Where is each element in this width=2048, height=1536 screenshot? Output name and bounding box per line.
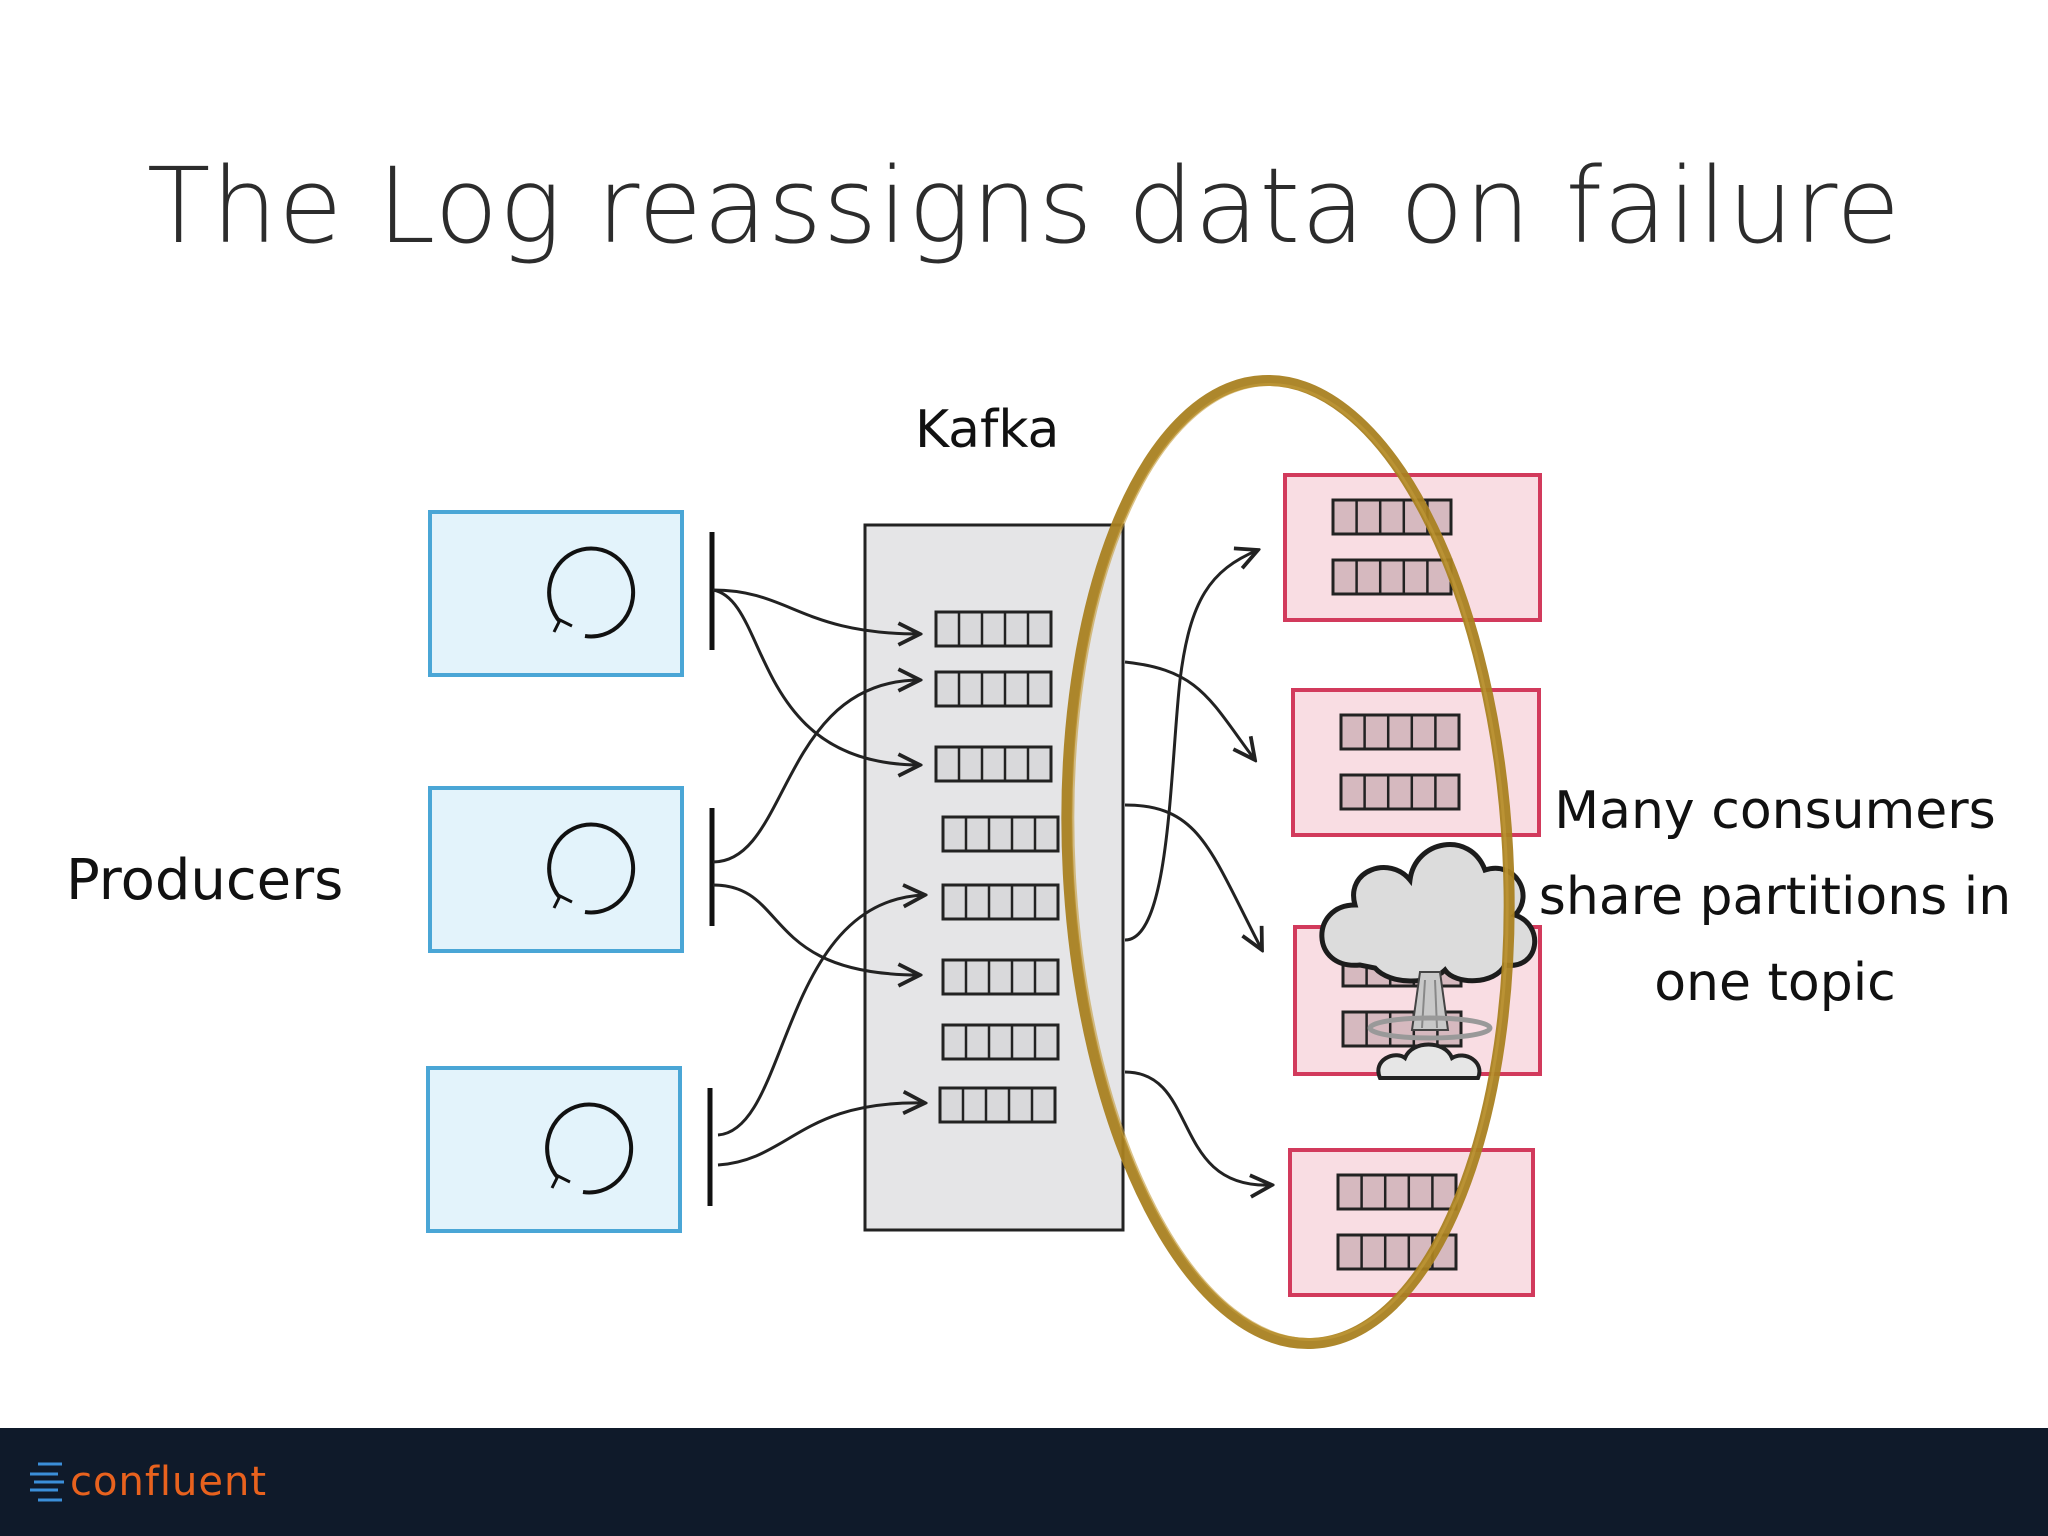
partition-7 — [941, 1023, 1060, 1061]
kafka-diagram — [426, 375, 1542, 1349]
producers-label: Producers — [66, 848, 344, 913]
partition-3 — [934, 745, 1053, 783]
producers-group — [426, 510, 715, 1233]
arrow-3 — [712, 680, 920, 864]
arrow-7 — [1124, 660, 1255, 760]
highlight-ellipse — [1061, 375, 1515, 1349]
arrow-4 — [712, 883, 920, 975]
arrow-8 — [1124, 803, 1262, 950]
partition-8 — [938, 1086, 1057, 1124]
arrow-6 — [717, 1103, 925, 1167]
producer-box — [426, 1066, 682, 1233]
logo-text: confluent — [70, 1459, 268, 1505]
arrow-9 — [1124, 550, 1258, 942]
consumers-label: Many consumers share partitions in one t… — [1538, 781, 2012, 1013]
mushroom-cloud-explosion-icon — [1319, 842, 1538, 1080]
confluent-logo-icon — [30, 1462, 64, 1502]
kafka-partitions — [934, 610, 1060, 1124]
footer-bar: confluent — [0, 1428, 2048, 1536]
consumer-4 — [1288, 1148, 1535, 1297]
partition-5 — [941, 883, 1060, 921]
arrow-2 — [712, 588, 920, 765]
arrow-1 — [712, 588, 920, 634]
arrow-5 — [717, 895, 925, 1137]
consumer-partition — [1336, 1173, 1458, 1211]
producer-box — [428, 510, 684, 677]
partition-6 — [941, 958, 1060, 996]
slide-title: The Log reassigns data on failure — [146, 145, 1902, 267]
consumer-partition — [1339, 713, 1461, 751]
arrow-10 — [1124, 1070, 1272, 1185]
refresh-icon — [547, 822, 636, 915]
producer-1 — [428, 510, 715, 677]
producer-3 — [426, 1066, 713, 1233]
consumer-partition — [1339, 773, 1461, 811]
arrows-group — [712, 550, 1272, 1185]
partition-4 — [941, 815, 1060, 853]
highlight-ellipse-texture — [1071, 383, 1509, 1341]
producer-2 — [428, 786, 715, 953]
producer-box — [428, 786, 684, 953]
kafka-label: Kafka — [915, 400, 1060, 460]
slide: The Log reassigns data on failure Kafka … — [66, 145, 2012, 1349]
consumer-box — [1288, 1148, 1535, 1297]
partition-2 — [934, 670, 1053, 708]
consumer-partition — [1331, 558, 1453, 596]
refresh-icon — [545, 1102, 634, 1195]
refresh-icon — [547, 546, 636, 639]
confluent-logo[interactable]: confluent — [28, 1428, 267, 1536]
partition-1 — [934, 610, 1053, 648]
